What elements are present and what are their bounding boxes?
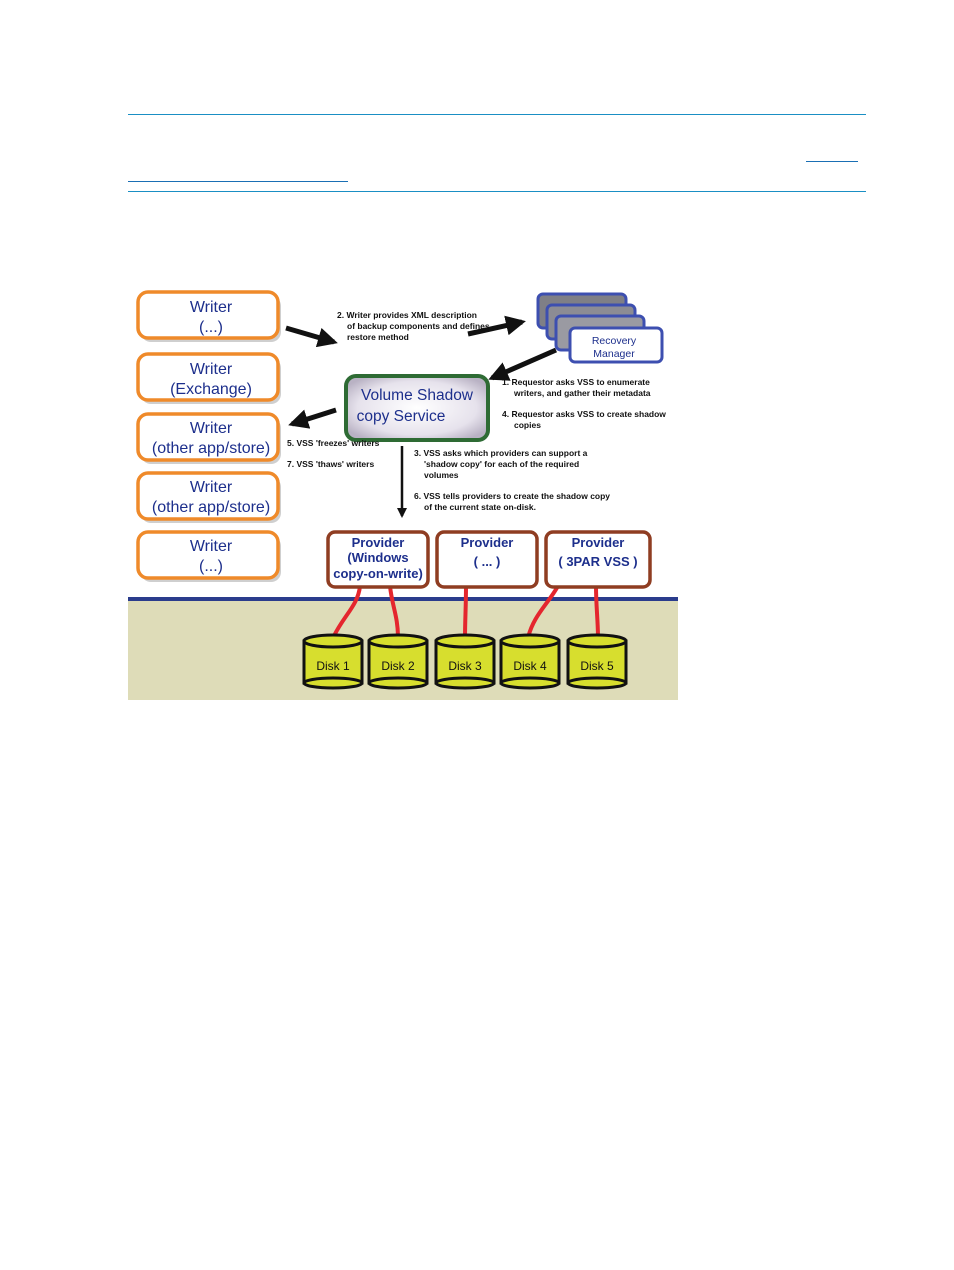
recovery-manager-line2: Manager: [593, 348, 635, 360]
writer-3-line2: (other app/store): [152, 440, 270, 457]
note-step5: 5. VSS 'freezes' writers: [287, 438, 380, 448]
recovery-manager-line1: Recovery: [592, 335, 637, 347]
disk-3-label: Disk 3: [448, 659, 482, 673]
provider-box-generic: Provider ( ... ): [435, 530, 539, 589]
writer-box-4: Writer (other app/store): [136, 471, 281, 523]
disk-3: Disk 3: [434, 633, 496, 690]
note-step3-line2: 'shadow copy' for each of the required: [424, 459, 579, 469]
writer-box-1: Writer (...): [136, 290, 281, 342]
note-step7: 7. VSS 'thaws' writers: [287, 459, 374, 469]
vss-line2: copy Service: [357, 408, 446, 425]
note-step6-line1: 6. VSS tells providers to create the sha…: [414, 491, 610, 501]
disk-1-label: Disk 1: [316, 659, 350, 673]
writer-1-line2: (...): [199, 319, 223, 336]
bottom-rule: [128, 191, 866, 192]
link-underline-right[interactable]: [806, 161, 858, 162]
note-step2-line3: restore method: [347, 332, 409, 342]
writer-4-line1: Writer: [190, 479, 233, 496]
note-step6-line2: of the current state on-disk.: [424, 502, 536, 512]
disk-4: Disk 4: [499, 633, 561, 690]
provider-2-line2: ( ... ): [474, 554, 501, 569]
writer-4-line2: (other app/store): [152, 499, 270, 516]
arrow-vss-to-writers: [288, 407, 337, 429]
note-step1-line2: writers, and gather their metadata: [513, 388, 651, 398]
note-step2-line1: 2. Writer provides XML description: [337, 310, 477, 320]
provider-2-line1: Provider: [461, 535, 514, 550]
note-step3-line3: volumes: [424, 470, 459, 480]
note-step4-line1: 4. Requestor asks VSS to create shadow: [502, 409, 666, 419]
provider-3-line1: Provider: [572, 535, 625, 550]
writer-3-line1: Writer: [190, 420, 233, 437]
writer-5-line1: Writer: [190, 538, 233, 555]
arrow-writer-to-rm: [285, 325, 338, 348]
note-step1-line1: 1. Requestor asks VSS to enumerate: [502, 377, 650, 387]
storage-top-line: [128, 597, 678, 601]
writer-box-3: Writer (other app/store): [136, 412, 281, 464]
writer-1-line1: Writer: [190, 299, 233, 316]
disk-5: Disk 5: [566, 633, 628, 690]
vss-box: Volume Shadow copy Service: [344, 374, 490, 442]
arrow-rm-to-vss: [488, 347, 558, 381]
note-step3-line1: 3. VSS asks which providers can support …: [414, 448, 588, 458]
writer-box-2: Writer (Exchange): [136, 352, 281, 404]
provider-3-line2: ( 3PAR VSS ): [558, 554, 637, 569]
writer-box-5: Writer (...): [136, 530, 281, 582]
recovery-manager-stack: Recovery Manager: [536, 292, 664, 364]
note-step2-line2: of backup components and defines: [347, 321, 490, 331]
top-rule: [128, 114, 866, 115]
writer-2-line1: Writer: [190, 361, 233, 378]
arrow-to-rm: [467, 315, 526, 337]
disk-5-label: Disk 5: [580, 659, 614, 673]
link-underline-left[interactable]: [128, 181, 348, 182]
provider-1-line2: (Windows: [347, 550, 408, 565]
provider-1-line1: Provider: [352, 535, 405, 550]
note-step4-line2: copies: [514, 420, 541, 430]
vss-architecture-diagram: Writer (...) Writer (Exchange) Writer (o…: [128, 286, 678, 700]
disk-4-label: Disk 4: [513, 659, 547, 673]
disk-2-label: Disk 2: [381, 659, 415, 673]
writer-5-line2: (...): [199, 558, 223, 575]
provider-box-windows: Provider (Windows copy-on-write): [326, 530, 430, 589]
writer-2-line2: (Exchange): [170, 381, 252, 398]
provider-1-line3: copy-on-write): [333, 566, 423, 581]
provider-box-3par: Provider ( 3PAR VSS ): [544, 530, 652, 589]
vss-line1: Volume Shadow: [361, 387, 474, 404]
disk-2: Disk 2: [367, 633, 429, 690]
disk-1: Disk 1: [302, 633, 364, 690]
